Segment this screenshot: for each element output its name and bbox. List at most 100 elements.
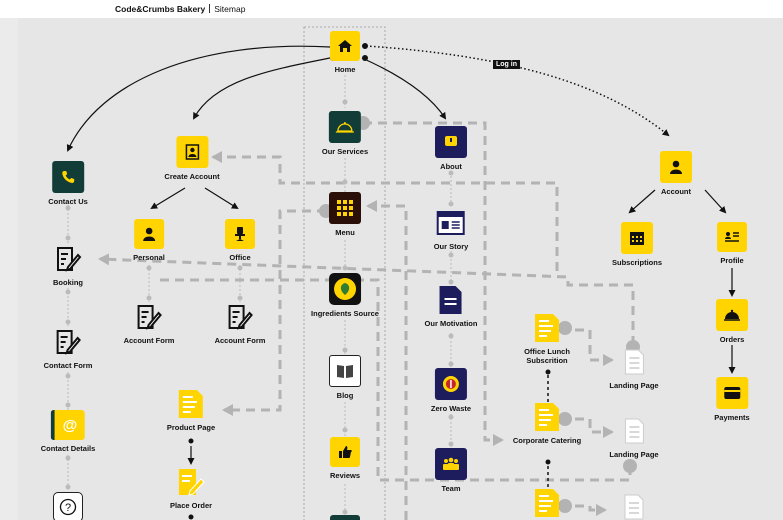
node-contact-form[interactable]: Contact Form bbox=[43, 327, 93, 370]
link-landing2-return bbox=[156, 278, 632, 482]
node-label: Contact Form bbox=[43, 361, 93, 370]
node-office-lunch[interactable]: Office Lunch Subscrition bbox=[512, 313, 582, 365]
node-team[interactable]: Team bbox=[435, 448, 467, 493]
node-label: Menu bbox=[335, 228, 355, 237]
home-icon bbox=[330, 31, 360, 61]
node-blog[interactable]: Blog bbox=[329, 355, 361, 400]
diagram-panel bbox=[18, 18, 783, 520]
node-label: Reviews bbox=[329, 471, 361, 480]
node-label: Place Order bbox=[169, 501, 213, 510]
node-reviews[interactable]: Reviews bbox=[330, 437, 360, 480]
node-account[interactable]: Account bbox=[660, 151, 692, 196]
node-business-page-3[interactable] bbox=[532, 488, 562, 518]
node-label: Corporate Catering bbox=[512, 436, 582, 445]
node-label: Account Form bbox=[214, 336, 266, 345]
node-label: Contact Details bbox=[40, 444, 96, 453]
link-landing-booking bbox=[98, 253, 635, 345]
wallet-icon bbox=[716, 377, 748, 409]
user-icon bbox=[660, 151, 692, 183]
header-bar: Code&Crumbs Bakery Sitemap bbox=[0, 0, 783, 18]
node-landing-page-1[interactable]: Landing Page bbox=[609, 347, 659, 390]
document-icon bbox=[436, 285, 466, 315]
node-label: Office bbox=[229, 253, 251, 262]
question-mark-icon: ? bbox=[53, 492, 83, 520]
node-label: Profile bbox=[720, 256, 744, 265]
node-account-form-office[interactable]: Account Form bbox=[214, 302, 266, 345]
svg-text:?: ? bbox=[65, 502, 71, 514]
form-edit-icon bbox=[225, 302, 255, 332]
brand-name: Code&Crumbs Bakery bbox=[115, 4, 206, 14]
node-home[interactable]: Home bbox=[330, 31, 360, 74]
node-account-form-personal[interactable]: Account Form bbox=[123, 302, 175, 345]
node-label: Contact Us bbox=[48, 197, 88, 206]
node-personal[interactable]: Personal bbox=[133, 219, 165, 262]
grid-menu-icon bbox=[329, 192, 361, 224]
node-about[interactable]: About bbox=[435, 126, 467, 171]
order-edit-icon bbox=[176, 467, 206, 497]
page-outline-icon bbox=[619, 347, 649, 377]
document-icon bbox=[532, 402, 562, 432]
node-label: Orders bbox=[719, 335, 745, 344]
node-label: Booking bbox=[53, 278, 83, 287]
node-label: Office Lunch Subscrition bbox=[524, 347, 570, 365]
node-contact-us[interactable]: Contact Us bbox=[48, 161, 88, 206]
node-booking[interactable]: Booking bbox=[53, 244, 83, 287]
node-our-services[interactable]: Our Services bbox=[322, 111, 368, 156]
node-label: Account bbox=[661, 187, 691, 196]
node-label: Our Motivation bbox=[424, 319, 478, 328]
account-id-icon bbox=[176, 136, 208, 168]
divider bbox=[209, 4, 211, 13]
cloche-icon bbox=[716, 299, 748, 331]
arrow-home-create-account bbox=[193, 57, 331, 120]
node-label: Payments bbox=[714, 413, 750, 422]
phone-icon bbox=[52, 161, 84, 193]
node-label: Account Form bbox=[123, 336, 175, 345]
chat-bubble-icon bbox=[435, 126, 467, 158]
node-our-motivation[interactable]: Our Motivation bbox=[424, 285, 478, 328]
link-third-landing bbox=[575, 504, 607, 516]
node-ingredients-source[interactable]: Ingredients Source bbox=[311, 273, 379, 318]
node-our-story[interactable]: Our Story bbox=[434, 208, 468, 251]
node-help[interactable]: ? bbox=[53, 492, 83, 520]
browser-window-icon bbox=[436, 208, 466, 238]
login-label: Log in bbox=[493, 60, 520, 69]
breadcrumb: Code&Crumbs Bakery Sitemap bbox=[115, 4, 245, 14]
link-bottom-menu bbox=[366, 200, 408, 520]
node-contact-details[interactable]: @ Contact Details bbox=[40, 410, 96, 453]
arrow-home-account-login bbox=[365, 45, 670, 137]
book-icon bbox=[329, 355, 361, 387]
node-orders[interactable]: Orders bbox=[716, 299, 748, 344]
node-menu[interactable]: Menu bbox=[329, 192, 361, 237]
bio-leaf-icon bbox=[329, 273, 361, 305]
node-place-order[interactable]: Place Order bbox=[170, 467, 212, 510]
section-name: Sitemap bbox=[214, 4, 246, 14]
office-chair-icon bbox=[225, 219, 255, 249]
node-zero-waste[interactable]: Zero Waste bbox=[431, 368, 471, 413]
document-icon bbox=[532, 313, 562, 343]
node-label: Blog bbox=[336, 391, 354, 400]
page-outline-icon bbox=[619, 492, 649, 520]
profile-card-icon bbox=[717, 222, 747, 252]
node-landing-page-2[interactable]: Landing Page bbox=[609, 416, 659, 459]
node-subscriptions[interactable]: Subscriptions bbox=[612, 222, 662, 267]
node-create-account[interactable]: Create Account bbox=[164, 136, 220, 181]
node-label: Zero Waste bbox=[430, 404, 472, 413]
node-label: Subscriptions bbox=[611, 258, 663, 267]
recycle-icon bbox=[435, 368, 467, 400]
node-office[interactable]: Office bbox=[225, 219, 255, 262]
form-edit-icon bbox=[53, 244, 83, 274]
link-catering-landing bbox=[575, 417, 614, 438]
node-product-page[interactable]: Product Page bbox=[167, 389, 215, 432]
form-edit-icon bbox=[134, 302, 164, 332]
node-partial-bottom[interactable] bbox=[330, 515, 360, 520]
link-office-landing bbox=[575, 328, 614, 366]
arrow-home-about bbox=[361, 57, 447, 120]
node-landing-page-3[interactable] bbox=[619, 492, 649, 520]
node-profile[interactable]: Profile bbox=[717, 222, 747, 265]
node-label: About bbox=[440, 162, 462, 171]
node-corporate-catering[interactable]: Corporate Catering bbox=[512, 402, 582, 445]
thumbs-up-icon bbox=[330, 437, 360, 467]
node-payments[interactable]: Payments bbox=[714, 377, 750, 422]
node-label: Team bbox=[441, 484, 461, 493]
